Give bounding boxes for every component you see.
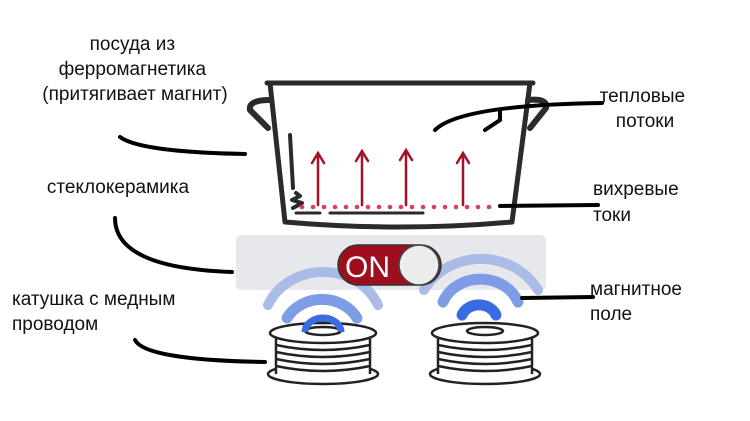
label-cookware: посуда из ферромагнетика (притягивает ма… [42,34,227,105]
eddy-current-dot [299,204,305,210]
eddy-current-dot [387,204,393,210]
leader-lines [113,101,604,364]
eddy-currents-dots [299,204,492,210]
label-magnetic-field: магнитное поле [590,279,687,325]
label-glass-ceramic: стеклокерамика [47,177,190,198]
eddy-current-dot [365,204,371,210]
eddy-current-dot [475,204,481,210]
eddy-current-dot [453,204,459,210]
eddy-current-dot [442,204,448,210]
eddy-current-dot [464,204,470,210]
eddy-current-dot [354,204,360,210]
eddy-current-dot [486,204,492,210]
switch-label: ON [345,251,390,284]
eddy-current-dot [332,204,338,210]
label-eddy-currents: вихревые токи [593,179,684,226]
coil-right [428,321,542,386]
label-coil: катушка с медным проводом [12,289,181,335]
field-core-left [301,314,345,333]
eddy-current-dot [376,204,382,210]
eddy-current-dot [343,204,349,210]
eddy-current-dot [409,204,415,210]
eddy-current-dot [321,204,327,210]
pot [246,80,550,230]
coil-left [266,321,380,386]
eddy-current-dot [310,204,316,210]
eddy-current-dot [431,204,437,210]
eddy-current-dot [398,204,404,210]
label-heat-flows: тепловые потоки [600,86,691,132]
heat-flow-arrows [310,147,471,207]
eddy-current-dot [420,204,426,210]
on-switch[interactable]: ON [337,244,442,286]
